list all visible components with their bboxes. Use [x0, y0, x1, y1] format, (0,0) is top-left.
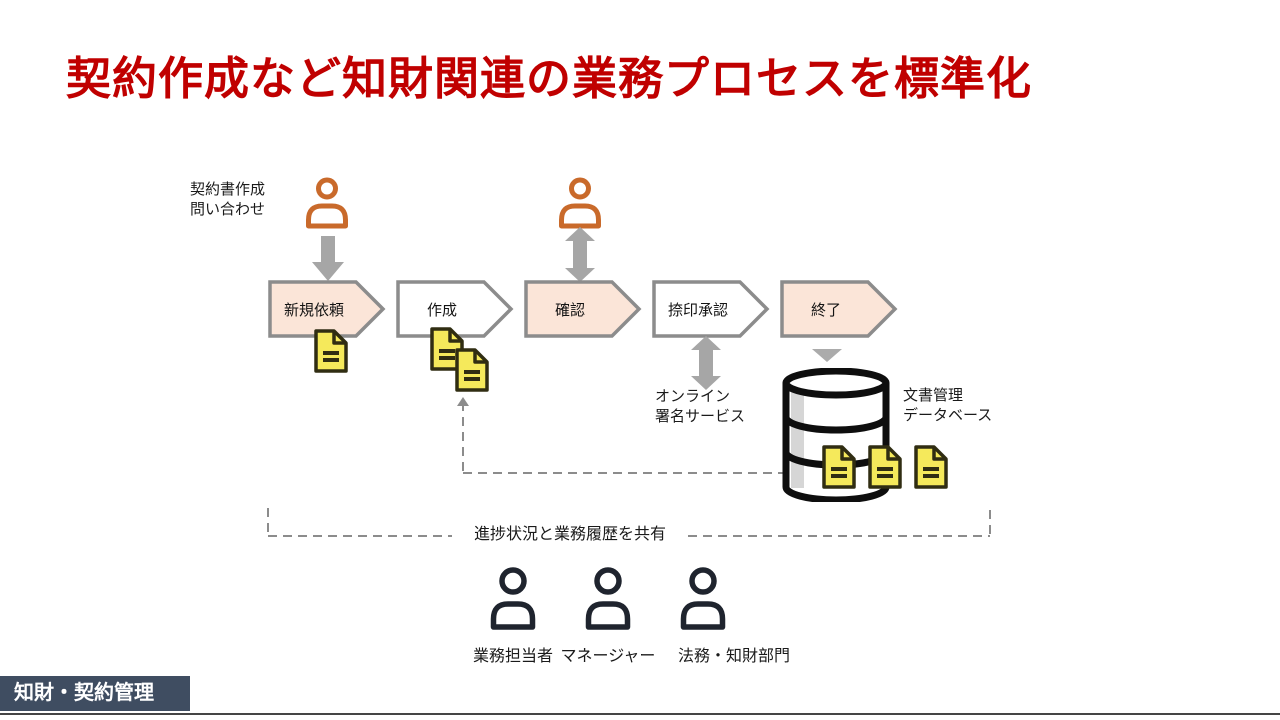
- flow-step-label: 捺印承認: [667, 301, 728, 319]
- inquiry-label: 契約書作成 問い合わせ: [190, 180, 265, 220]
- role-person-icon: [584, 567, 632, 636]
- role-label-manager: マネージャー: [560, 648, 656, 665]
- feedback-arrow-icon: [457, 393, 469, 411]
- feedback-connector-vertical: [462, 402, 464, 472]
- document-icon: [820, 444, 858, 495]
- flow-step-seal-approval: 捺印承認: [652, 280, 770, 338]
- role-label-legal-ip: 法務・知財部門: [677, 648, 790, 665]
- page-title: 契約作成など知財関連の業務プロセスを標準化: [66, 53, 1033, 104]
- flow-step-new-request: 新規依頼: [268, 280, 386, 338]
- document-database-line1: 文書管理: [903, 387, 964, 404]
- online-signature-label: オンライン 署名サービス: [655, 387, 745, 427]
- role-label-staff: 業務担当者: [472, 648, 553, 665]
- document-icon: [428, 326, 466, 377]
- share-label: 進捗状況と業務履歴を共有: [452, 524, 688, 546]
- flow-step-finish: 終了: [780, 280, 898, 338]
- document-icon: [866, 444, 904, 495]
- feedback-connector-horizontal: [463, 472, 783, 474]
- document-icon: [912, 444, 950, 495]
- store-arrow-icon: [812, 349, 842, 367]
- footer-category-badge: 知財・契約管理: [0, 676, 190, 711]
- document-database-line2: データベース: [903, 407, 993, 424]
- document-icon: [453, 347, 491, 398]
- requester-person-icon: [303, 177, 351, 235]
- flow-step-create: 作成: [396, 280, 514, 338]
- share-bracket-tick-left: [267, 508, 269, 535]
- share-bracket-tick-right: [989, 510, 991, 535]
- flow-step-label: 終了: [810, 301, 841, 319]
- signature-sync-arrow-icon: [691, 336, 721, 395]
- document-icon: [312, 328, 350, 379]
- inquiry-label-line1: 契約書作成: [190, 181, 266, 198]
- role-person-icon: [679, 567, 727, 636]
- flow-step-label: 確認: [554, 301, 585, 319]
- online-signature-line1: オンライン: [655, 388, 731, 405]
- document-database-label: 文書管理 データベース: [903, 386, 992, 426]
- inquiry-label-line2: 問い合わせ: [190, 201, 266, 218]
- flow-step-confirm: 確認: [524, 280, 642, 338]
- flow-step-label: 作成: [426, 301, 457, 319]
- bottom-rule: [0, 713, 1280, 715]
- request-arrow-icon: [312, 236, 344, 287]
- role-person-icon: [489, 567, 537, 636]
- reviewer-person-icon: [556, 177, 604, 235]
- online-signature-line2: 署名サービス: [655, 408, 746, 425]
- review-sync-arrow-icon: [565, 227, 595, 287]
- flow-step-label: 新規依頼: [283, 301, 344, 319]
